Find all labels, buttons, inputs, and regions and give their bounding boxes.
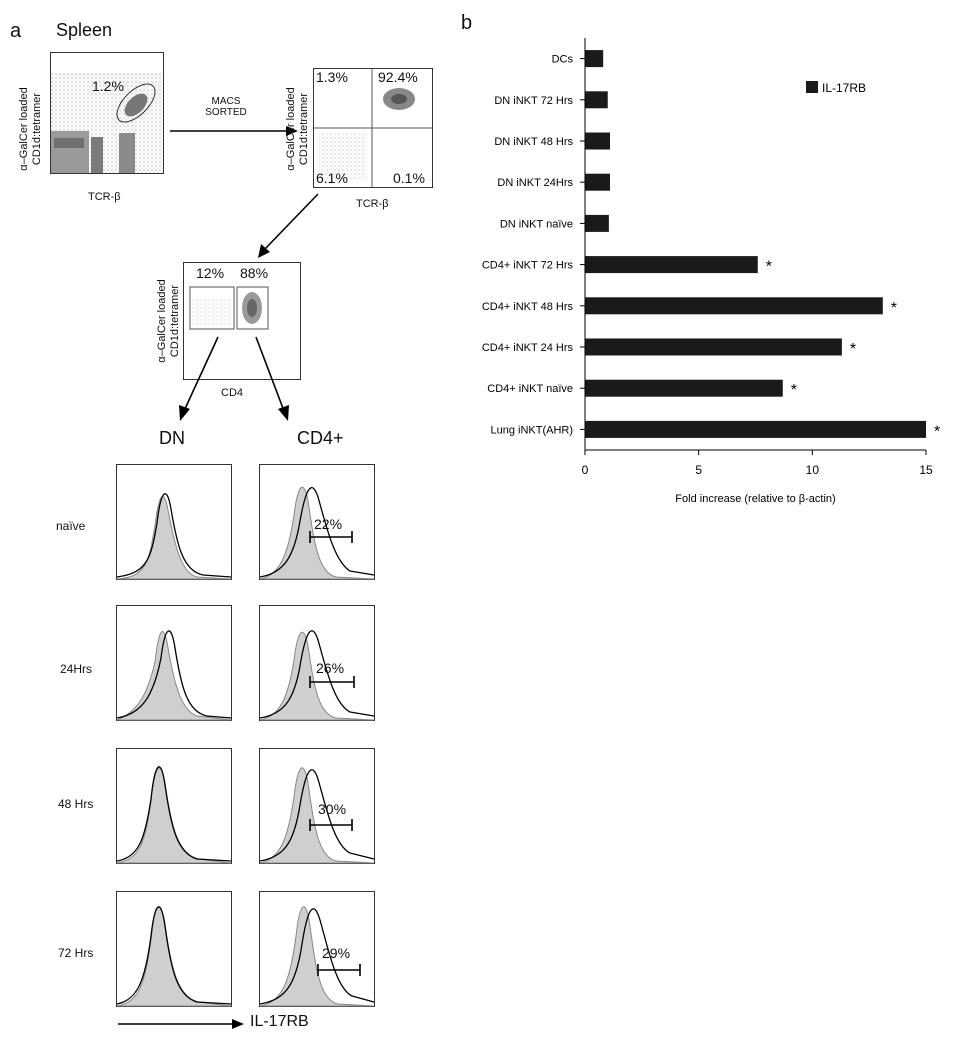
plot2-q-lr: 0.1% <box>393 170 425 186</box>
cd4-histogram-48hrs <box>259 748 375 864</box>
plot2-q-ll: 6.1% <box>316 170 348 186</box>
dn-histogram-naive <box>116 464 232 580</box>
row-label-48hrs: 48 Hrs <box>58 797 94 811</box>
x-tick-label-0: 0 <box>582 463 589 477</box>
macs-label: MACS SORTED <box>205 96 247 118</box>
significance-star-7: * <box>850 341 856 358</box>
plot1-density <box>50 52 164 174</box>
plot2-q-ur: 92.4% <box>378 69 418 85</box>
cd4-pct-24hrs: 26% <box>316 660 345 676</box>
cd4-pct-naive: 22% <box>314 516 343 532</box>
category-label-8: CD4+ iNKT naïve <box>487 383 573 395</box>
panel-a-letter: a <box>10 20 22 42</box>
plot2-q-ul: 1.3% <box>316 69 348 85</box>
plot3-gates <box>183 262 301 380</box>
plot3-xlabel: CD4 <box>221 387 244 399</box>
split-arrows <box>179 336 289 421</box>
dn-histogram-48hrs <box>116 748 232 864</box>
x-tick-label-2: 10 <box>806 463 820 477</box>
il17rb-axis-label: IL-17RB <box>250 1013 309 1030</box>
row-label-72hrs: 72 Hrs <box>58 946 94 960</box>
plot1-xlabel: TCR-β <box>88 191 121 203</box>
category-label-6: CD4+ iNKT 48 Hrs <box>482 301 574 313</box>
x-axis-title: Fold increase (relative to β-actin) <box>675 493 835 505</box>
macs-arrow <box>170 126 298 136</box>
bar-6 <box>585 297 883 315</box>
panel-b-letter: b <box>461 12 473 34</box>
category-label-7: CD4+ iNKT 24 Hrs <box>482 342 574 354</box>
row-label-naive: naïve <box>56 519 86 533</box>
category-label-2: DN iNKT 48 Hrs <box>494 136 573 148</box>
significance-star-5: * <box>766 259 772 276</box>
bar-chart: DCs DN iNKT 72 Hrs DN iNKT 48 Hrs DN iNKT 2… <box>482 38 940 505</box>
cd4-histogram-72hrs <box>259 891 375 1007</box>
diagonal-arrow <box>258 193 319 258</box>
cd4-histogram-24hrs <box>259 605 375 721</box>
row-label-24hrs: 24Hrs <box>60 662 93 676</box>
category-label-9: Lung iNKT(AHR) <box>490 424 573 436</box>
bar-2 <box>585 132 611 150</box>
plot2-quadrant-svg <box>314 69 432 187</box>
plot3-gates-svg <box>189 286 269 330</box>
dn-histogram-72hrs <box>116 891 232 1007</box>
category-label-0: DCs <box>552 54 574 66</box>
category-label-5: CD4+ iNKT 72 Hrs <box>482 260 574 272</box>
category-label-1: DN iNKT 72 Hrs <box>494 95 573 107</box>
cd4-histogram-naive <box>259 464 375 580</box>
significance-star-8: * <box>791 382 797 399</box>
plot2-xlabel: TCR-β <box>356 198 389 210</box>
col-header-dn: DN <box>159 428 185 448</box>
bar-0 <box>585 50 604 68</box>
bar-9 <box>585 420 926 438</box>
category-label-3: DN iNKT 24Hrs <box>497 177 573 189</box>
tissue-label: Spleen <box>56 20 113 40</box>
bar-7 <box>585 338 842 356</box>
bar-1 <box>585 91 608 109</box>
bar-5 <box>585 256 758 274</box>
legend-label: IL-17RB <box>822 81 866 95</box>
x-tick-label-1: 5 <box>695 463 702 477</box>
dn-histogram-24hrs <box>116 605 232 721</box>
plot1-density-svg <box>51 73 163 173</box>
category-label-4: DN iNKT naïve <box>500 218 573 230</box>
il17rb-axis-arrow <box>118 1019 244 1029</box>
plot2-quadrant <box>313 68 433 188</box>
legend-swatch <box>806 81 818 93</box>
significance-star-9: * <box>934 423 940 440</box>
plot3-left-gate: 12% <box>196 265 225 281</box>
bar-3 <box>585 173 611 191</box>
cd4-pct-72hrs: 29% <box>322 945 351 961</box>
bar-4 <box>585 214 609 232</box>
cd4-pct-48hrs: 30% <box>318 801 347 817</box>
bar-8 <box>585 379 783 397</box>
col-header-cd4: CD4+ <box>297 428 344 448</box>
significance-star-6: * <box>891 300 897 317</box>
plot1-gate-label: 1.2% <box>92 78 124 94</box>
plot3-right-gate: 88% <box>240 265 269 281</box>
x-tick-label-3: 15 <box>919 463 933 477</box>
